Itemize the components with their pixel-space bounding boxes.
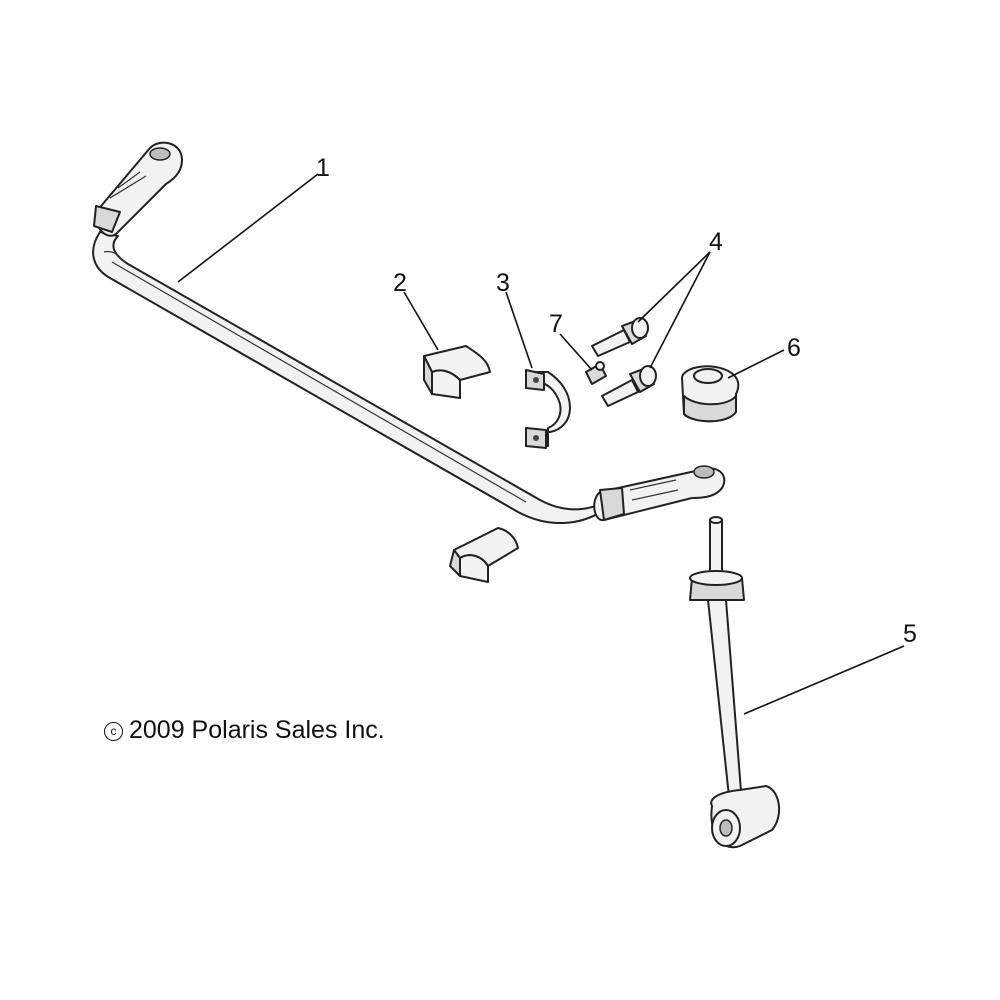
nut bbox=[681, 365, 740, 423]
bushing-upper bbox=[423, 345, 491, 399]
callout-7: 7 bbox=[549, 310, 563, 338]
callout-3: 3 bbox=[496, 269, 510, 297]
grease-fitting bbox=[585, 361, 607, 385]
callout-2: 2 bbox=[393, 269, 407, 297]
callout-1: 1 bbox=[316, 154, 330, 182]
stabilizer-bar bbox=[92, 141, 726, 524]
leader-lines bbox=[177, 173, 905, 715]
bolt-upper bbox=[591, 317, 649, 357]
callout-5: 5 bbox=[903, 620, 917, 648]
stabilizer-link bbox=[689, 516, 781, 849]
copyright-text: 2009 Polaris Sales Inc. bbox=[129, 716, 385, 744]
callout-labels: 1 2 3 4 5 6 7 bbox=[316, 154, 917, 648]
bushing-lower bbox=[449, 527, 519, 583]
callout-4: 4 bbox=[709, 228, 723, 256]
callout-6: 6 bbox=[787, 334, 801, 362]
copyright-symbol: c bbox=[104, 722, 123, 741]
clamp-bracket bbox=[525, 369, 571, 449]
copyright-notice: c 2009 Polaris Sales Inc. bbox=[104, 716, 385, 745]
bolt-lower bbox=[601, 365, 657, 407]
